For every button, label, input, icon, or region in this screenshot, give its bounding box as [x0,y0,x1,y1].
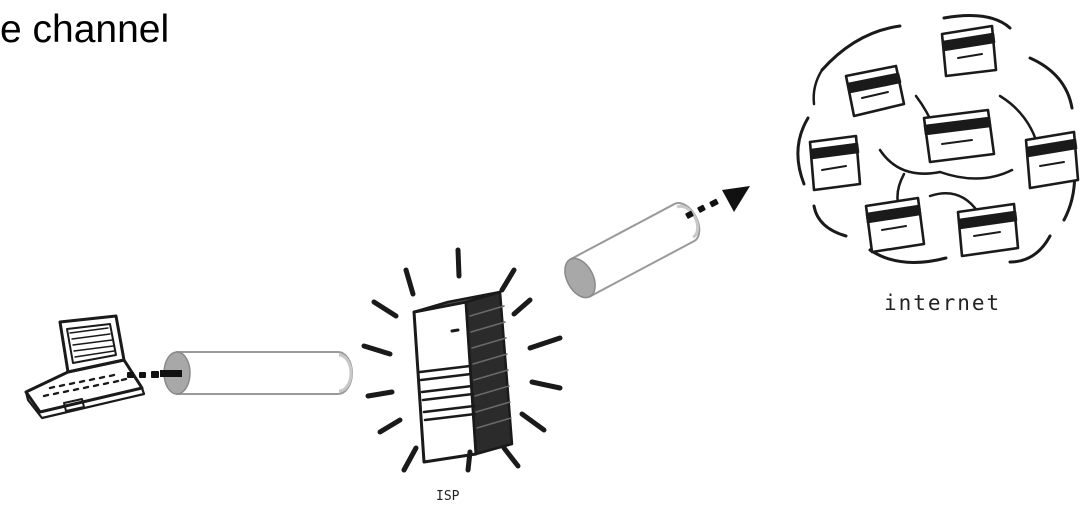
laptop-icon [24,314,146,420]
server-tower-icon [412,290,514,464]
laptop-connector [127,371,159,378]
internet-cloud-icon [796,14,1080,264]
dotted-arrow-icon [685,186,750,219]
tunnel-pipe-icon [564,202,701,299]
slide-title: e channel [0,8,170,51]
server-glow-strokes [361,247,563,473]
internet-label: internet [884,291,1001,315]
isp-label: ISP [436,489,460,504]
tunnel-pipe-icon [160,351,353,395]
